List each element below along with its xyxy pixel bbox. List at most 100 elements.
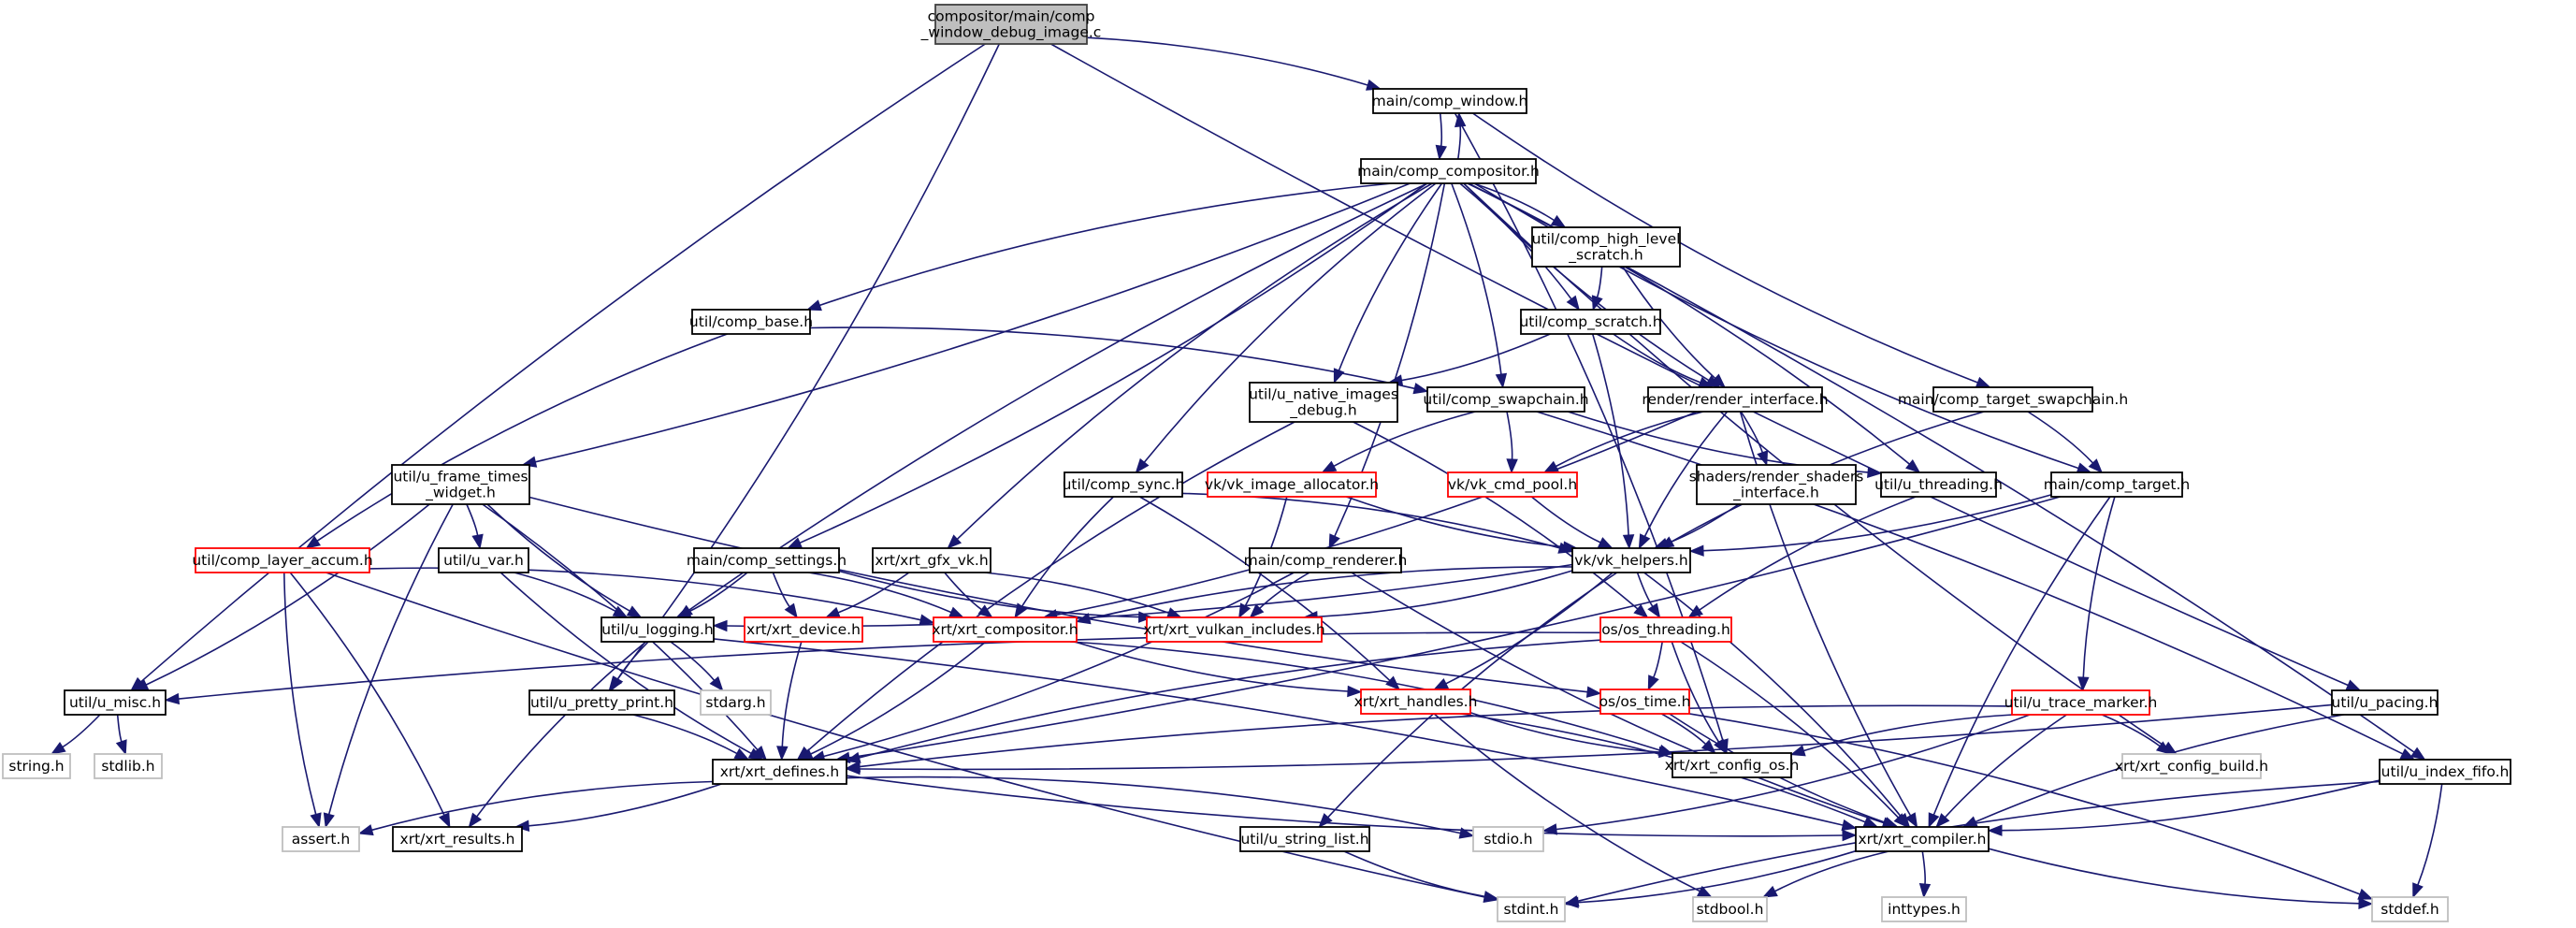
node-box <box>2050 471 2183 498</box>
arrowhead-icon <box>787 537 803 549</box>
edge-line <box>1143 182 1437 463</box>
node-xrt-compositor[interactable]: xrt/xrt_compositor.h <box>932 616 1078 643</box>
edge-u_string_list-to-stdint_h <box>1343 850 1499 903</box>
edge-line <box>1469 712 1660 753</box>
edge-line <box>1020 496 1114 607</box>
node-box <box>693 547 840 573</box>
node-comp-window[interactable]: main/comp_window.h <box>1372 88 1528 114</box>
edge-line <box>1056 411 1698 616</box>
edge-os_time-to-stddef_h <box>1688 713 2374 900</box>
node-stdio-h: stdio.h <box>1472 826 1544 852</box>
node-comp-swapchain[interactable]: util/comp_swapchain.h <box>1423 386 1589 413</box>
node-u-native-images-debug[interactable]: util/u_native_images_debug.h <box>1249 382 1398 423</box>
arrowhead-icon <box>1688 544 1704 557</box>
arrowhead-icon <box>1905 459 1921 473</box>
node-os-threading[interactable]: os/os_threading.h <box>1599 616 1732 643</box>
edge-comp_compositor-to-u_native_images_debug <box>1333 182 1443 384</box>
edge-line <box>1346 496 1564 548</box>
arrowhead-icon <box>1841 819 1858 832</box>
node-comp-base[interactable]: util/comp_base.h <box>689 309 813 335</box>
arrowhead-icon <box>1454 111 1467 128</box>
arrowhead-icon <box>610 675 624 692</box>
node-comp-high-level-scratch[interactable]: util/comp_high_level_scratch.h <box>1531 226 1681 268</box>
node-render-interface[interactable]: render/render_interface.h <box>1642 386 1829 413</box>
node-box <box>1360 158 1537 184</box>
node-xrt-defines[interactable]: xrt/xrt_defines.h <box>712 759 847 785</box>
node-os-time[interactable]: os/os_time.h <box>1599 689 1691 715</box>
node-comp-renderer[interactable]: main/comp_renderer.h <box>1244 547 1408 573</box>
edge-line <box>848 496 2061 759</box>
node-label: assert.h <box>292 831 350 848</box>
node-box <box>94 753 163 779</box>
edge-line <box>799 182 1428 544</box>
edge-vk_helpers-to-u_string_list <box>1318 572 1618 829</box>
node-label: util/comp_base.h <box>689 313 813 331</box>
node-box <box>1855 826 1990 852</box>
node-box <box>934 4 1088 45</box>
node-u-index-fifo[interactable]: util/u_index_fifo.h <box>2379 759 2511 785</box>
node-u-threading[interactable]: util/u_threading.h <box>1874 471 2003 498</box>
node-u-logging[interactable]: util/u_logging.h <box>601 616 715 643</box>
arrowhead-icon <box>115 739 127 756</box>
edge-line <box>1680 641 1899 819</box>
node-xrt-handles[interactable]: xrt/xrt_handles.h <box>1354 689 1478 715</box>
edge-u_frame_times_widget-to-u_var <box>466 503 484 550</box>
node-render-shaders-interface[interactable]: shaders/render_shaders_interface.h <box>1689 464 1864 505</box>
node-comp-layer-accum[interactable]: util/comp_layer_accum.h <box>192 547 373 573</box>
edge-u_frame_times_widget-to-os_time <box>528 496 1602 698</box>
node-label: util/u_var.h <box>443 552 524 570</box>
edge-line <box>1070 641 1660 751</box>
edge-line <box>1660 713 1707 745</box>
edge-xrt_defines-to-xrt_compiler <box>846 775 1858 842</box>
node-u-var[interactable]: util/u_var.h <box>438 547 529 573</box>
node-xrt-config-os[interactable]: xrt/xrt_config_os.h <box>1665 752 1800 778</box>
node-comp-compositor[interactable]: main/comp_compositor.h <box>1357 158 1540 184</box>
node-xrt-config-build: xrt/xrt_config_build.h <box>2115 753 2268 779</box>
node-u-string-list[interactable]: util/u_string_list.h <box>1239 826 1370 852</box>
node-u-frame-times-widget[interactable]: util/u_frame_times_widget.h <box>391 464 530 505</box>
node-u-trace-marker[interactable]: util/u_trace_marker.h <box>2004 689 2158 716</box>
node-u-misc[interactable]: util/u_misc.h <box>64 689 166 716</box>
node-u-pretty-print[interactable]: util/u_pretty_print.h <box>528 689 675 716</box>
node-label: stdio.h <box>1483 831 1532 848</box>
node-box <box>2331 689 2439 716</box>
edge-line <box>616 43 1001 681</box>
edge-line <box>1338 182 1443 371</box>
edge-xrt_defines-to-xrt_results <box>514 783 722 832</box>
node-xrt-compiler[interactable]: xrt/xrt_compiler.h <box>1855 826 1990 852</box>
arrowhead-icon <box>824 606 841 618</box>
node-xrt-gfx-vk[interactable]: xrt/xrt_gfx_vk.h <box>872 547 991 573</box>
node-vk-helpers[interactable]: vk/vk_helpers.h <box>1571 547 1691 573</box>
node-vk-cmd-pool[interactable]: vk/vk_cmd_pool.h <box>1447 471 1578 498</box>
node-label: _widget.h <box>425 485 496 502</box>
node-xrt-results[interactable]: xrt/xrt_results.h <box>392 826 523 852</box>
node-label: vk/vk_image_allocator.h <box>1205 476 1379 494</box>
edge-u_frame_times_widget-to-assert_h <box>323 503 454 829</box>
edge-line <box>1506 411 1513 460</box>
arrowhead-icon <box>323 812 335 829</box>
edge-line <box>528 496 1588 693</box>
node-root: compositor/main/comp_window_debug_image.… <box>920 4 1101 45</box>
node-comp-target-swapchain[interactable]: main/comp_target_swapchain.h <box>1898 386 2128 413</box>
node-xrt-device[interactable]: xrt/xrt_device.h <box>744 616 863 643</box>
node-box <box>2121 753 2262 779</box>
node-comp-scratch[interactable]: util/comp_scratch.h <box>1519 309 1662 335</box>
node-box <box>1497 896 1566 922</box>
node-xrt-vulkan-includes[interactable]: xrt/xrt_vulkan_includes.h <box>1143 616 1325 643</box>
edge-line <box>2101 714 2161 747</box>
node-label: xrt/xrt_compiler.h <box>1858 831 1986 848</box>
edge-xrt_defines-to-stdio_h <box>846 776 1475 839</box>
node-vk-image-allocator[interactable]: vk/vk_image_allocator.h <box>1205 471 1379 498</box>
node-u-pacing[interactable]: util/u_pacing.h <box>2331 689 2439 716</box>
arrowhead-icon <box>1842 829 1858 842</box>
node-comp-target[interactable]: main/comp_target.h <box>2044 471 2191 498</box>
edge-line <box>1622 266 1716 380</box>
edge-line <box>1468 182 2415 753</box>
node-box <box>700 689 772 716</box>
node-comp-settings[interactable]: main/comp_settings.h <box>687 547 847 573</box>
node-comp-sync[interactable]: util/comp_sync.h <box>1063 471 1185 498</box>
edge-comp_target-to-xrt_compiler <box>1928 496 2111 829</box>
arrowhead-icon <box>1687 604 1703 618</box>
edge-line <box>956 182 1433 540</box>
node-box <box>933 616 1078 643</box>
